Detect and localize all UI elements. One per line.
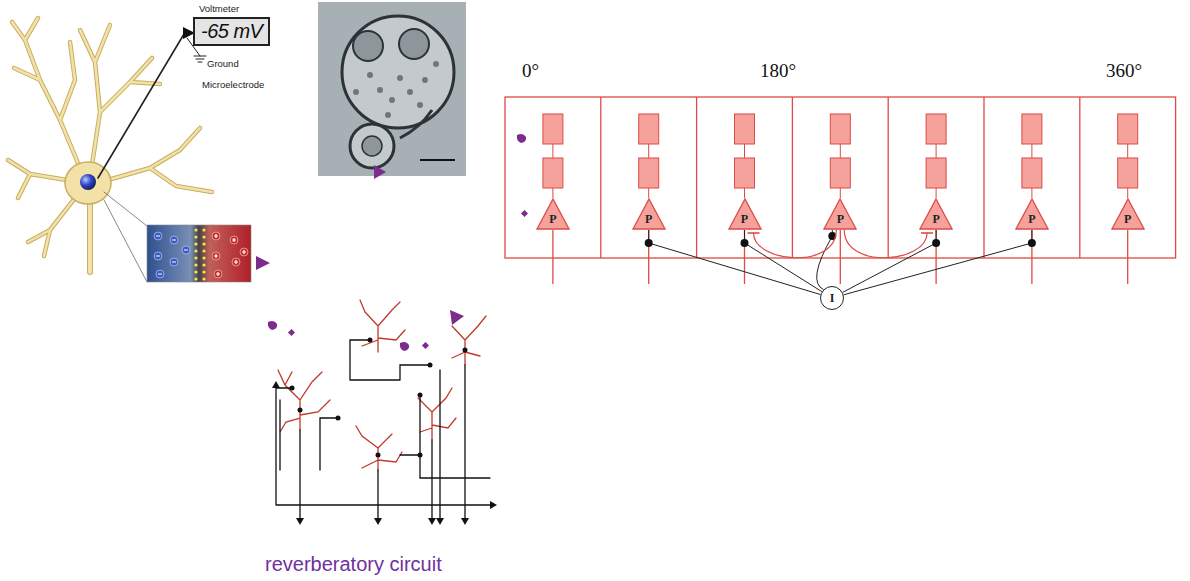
connector [843,230,940,292]
cell-label: P [919,212,953,227]
axon-line [552,230,553,284]
column-divider [888,97,889,258]
cell-label: P [728,212,762,227]
connector [844,230,933,258]
pyramidal-cell: P [1111,198,1145,230]
connector [817,230,837,290]
cell-label: P [632,212,666,227]
input-block [926,114,946,144]
angle-label: 360° [1106,60,1142,82]
inhibitory-line [844,230,927,258]
cell-label: P [1111,212,1145,227]
input-block [543,158,563,188]
synapse-dot [1028,239,1036,247]
triangle-outline [633,199,665,229]
voltmeter-display: -65 mV [193,17,270,46]
link-line [648,144,649,158]
link-line [840,144,841,158]
part-label: Microelectrode [202,79,264,90]
input-block [735,158,755,188]
column-divider [792,97,793,258]
voltage-reading: -65 mV [201,20,262,42]
connector-line [649,230,821,295]
reverberatory-circuit-figure [272,300,497,525]
link-line [744,144,745,158]
link-line [840,188,841,198]
input-block [1022,158,1042,188]
connector-line [745,230,822,292]
column-divider [983,97,984,258]
interneuron-circle: I [820,286,844,310]
pyramidal-cell: P [1015,198,1049,230]
voltmeter-heading: Voltmeter [199,2,270,15]
purple-markers [256,134,528,351]
angle-label: 0° [522,60,539,82]
link-line [1127,188,1128,198]
inhibitory-line [754,230,837,258]
triangle-outline [1112,199,1144,229]
input-block [639,114,659,144]
connector [748,230,837,258]
link-line [648,188,649,198]
bar-head [921,232,933,234]
pyramidal-cell: P [632,198,666,230]
link-line [552,188,553,198]
connector-line [844,230,1032,295]
triangle-outline [824,199,856,229]
cell-label: I [830,291,835,306]
synapse-dot [932,239,940,247]
synapse-dot [645,239,653,247]
input-block [1022,114,1042,144]
part-label: Ground [207,58,239,69]
electron-micrograph [318,2,466,176]
membrane-inset [147,225,251,282]
column-divider [1079,97,1080,258]
pyramidal-cell: P [919,198,953,230]
triangle-outline [920,199,952,229]
input-block [1118,158,1138,188]
link-line [1031,188,1032,198]
cell-label: P [536,212,570,227]
bar-head [748,232,760,234]
column-grid [505,97,1176,284]
triangle-outline [537,199,569,229]
column-divider [696,97,697,258]
cell-label: P [1015,212,1049,227]
link-line [744,188,745,198]
link-line [552,144,553,158]
axon-line [840,230,841,284]
pyramidal-cell: P [728,198,762,230]
input-block [1118,114,1138,144]
voltmeter: Voltmeter -65 mV [193,2,270,46]
input-block [830,114,850,144]
link-line [1031,144,1032,158]
input-block [926,158,946,188]
connector-line [843,230,936,292]
figure-caption: reverberatory circuit [265,553,442,576]
link-line [936,144,937,158]
link-line [936,188,937,198]
angle-label: 180° [760,60,796,82]
cell-label: P [823,212,857,227]
column-divider [600,97,601,258]
synapse-dot [741,239,749,247]
connector [741,230,822,292]
input-block [639,158,659,188]
link-line [1127,144,1128,158]
input-block [735,114,755,144]
input-block [543,114,563,144]
connector [645,230,821,295]
axon-line [1127,230,1128,284]
triangle-outline [1016,199,1048,229]
triangle-outline [729,199,761,229]
input-block [830,158,850,188]
pyramidal-cell: P [823,198,857,230]
pyramidal-cell: P [536,198,570,230]
connector [844,230,1036,295]
